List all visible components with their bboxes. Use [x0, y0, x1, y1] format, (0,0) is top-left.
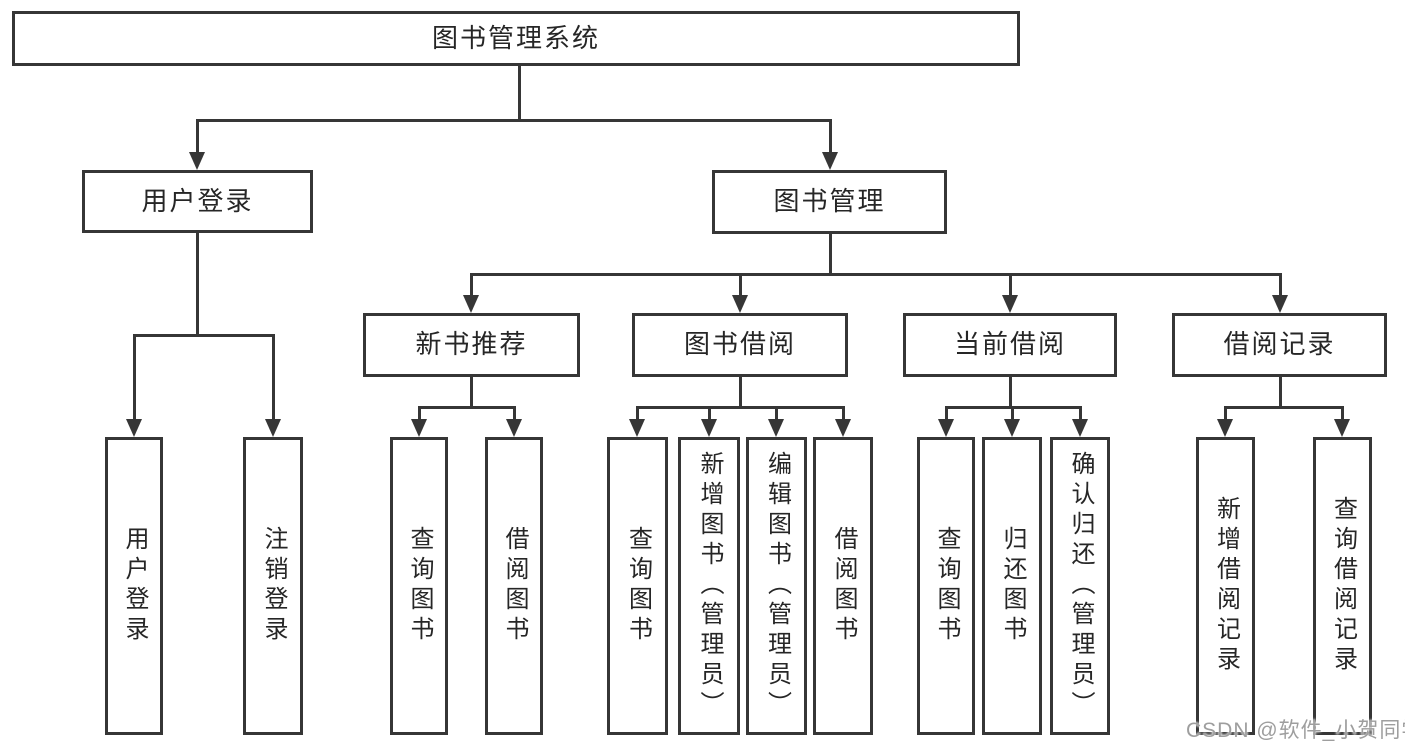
- arrow-down-icon: [265, 419, 281, 437]
- arrow-down-icon: [1217, 419, 1233, 437]
- tree-connector-line: [1341, 406, 1344, 420]
- arrow-down-icon: [822, 152, 838, 170]
- tree-connector-line: [196, 119, 199, 153]
- arrow-down-icon: [1272, 295, 1288, 313]
- tree-connector-line: [272, 334, 275, 420]
- leaf-query-books-recommend: 查询图书: [390, 437, 448, 735]
- tree-connector-line: [133, 334, 275, 337]
- arrow-down-icon: [768, 419, 784, 437]
- tree-connector-line: [196, 119, 832, 122]
- tree-connector-line: [470, 273, 473, 297]
- tree-connector-line: [518, 66, 521, 120]
- arrow-down-icon: [463, 295, 479, 313]
- node-new-book-recommend: 新书推荐: [363, 313, 580, 377]
- leaf-add-books-admin: 新增图书（管理员）: [678, 437, 740, 735]
- arrow-down-icon: [1072, 419, 1088, 437]
- csdn-watermark: CSDN @软件_小贺同学: [1186, 719, 1405, 742]
- tree-connector-line: [775, 406, 778, 420]
- node-borrowing-records: 借阅记录: [1172, 313, 1387, 377]
- node-current-borrowing: 当前借阅: [903, 313, 1117, 377]
- tree-connector-line: [1011, 406, 1014, 420]
- tree-connector-line: [1009, 273, 1012, 297]
- tree-connector-line: [133, 334, 136, 420]
- tree-connector-line: [739, 377, 742, 408]
- tree-connector-line: [636, 406, 845, 409]
- tree-connector-line: [829, 119, 832, 153]
- node-library-management-system: 图书管理系统: [12, 11, 1020, 66]
- tree-connector-line: [636, 406, 639, 420]
- leaf-confirm-return-admin: 确认归还（管理员）: [1050, 437, 1110, 735]
- tree-connector-line: [842, 406, 845, 420]
- node-user-login: 用户登录: [82, 170, 313, 233]
- arrow-down-icon: [1004, 419, 1020, 437]
- tree-connector-line: [1279, 273, 1282, 297]
- tree-connector-line: [196, 233, 199, 336]
- arrow-down-icon: [835, 419, 851, 437]
- arrow-down-icon: [1002, 295, 1018, 313]
- leaf-edit-books-admin: 编辑图书（管理员）: [746, 437, 807, 735]
- tree-connector-line: [470, 273, 1282, 276]
- leaf-query-books-current: 查询图书: [917, 437, 975, 735]
- node-book-borrowing: 图书借阅: [632, 313, 848, 377]
- arrow-down-icon: [506, 419, 522, 437]
- leaf-add-borrow-record: 新增借阅记录: [1196, 437, 1255, 735]
- leaf-logout: 注销登录: [243, 437, 303, 735]
- leaf-return-books: 归还图书: [982, 437, 1042, 735]
- tree-connector-line: [418, 406, 421, 420]
- tree-connector-line: [1079, 406, 1082, 420]
- tree-connector-line: [1279, 377, 1282, 408]
- leaf-user-login: 用户登录: [105, 437, 163, 735]
- tree-connector-line: [1224, 406, 1344, 409]
- tree-connector-line: [1224, 406, 1227, 420]
- node-book-management: 图书管理: [712, 170, 947, 234]
- arrow-down-icon: [411, 419, 427, 437]
- arrow-down-icon: [126, 419, 142, 437]
- tree-connector-line: [470, 377, 473, 408]
- tree-connector-line: [739, 273, 742, 297]
- tree-connector-line: [418, 406, 516, 409]
- leaf-query-books-borrow: 查询图书: [607, 437, 668, 735]
- leaf-borrow-books: 借阅图书: [813, 437, 873, 735]
- tree-connector-line: [1009, 377, 1012, 408]
- arrow-down-icon: [1334, 419, 1350, 437]
- arrow-down-icon: [629, 419, 645, 437]
- tree-connector-line: [829, 234, 832, 275]
- tree-connector-line: [513, 406, 516, 420]
- arrow-down-icon: [938, 419, 954, 437]
- tree-connector-line: [708, 406, 711, 420]
- arrow-down-icon: [701, 419, 717, 437]
- arrow-down-icon: [732, 295, 748, 313]
- leaf-query-borrow-record: 查询借阅记录: [1313, 437, 1372, 735]
- leaf-borrow-books-recommend: 借阅图书: [485, 437, 543, 735]
- arrow-down-icon: [189, 152, 205, 170]
- tree-connector-line: [945, 406, 948, 420]
